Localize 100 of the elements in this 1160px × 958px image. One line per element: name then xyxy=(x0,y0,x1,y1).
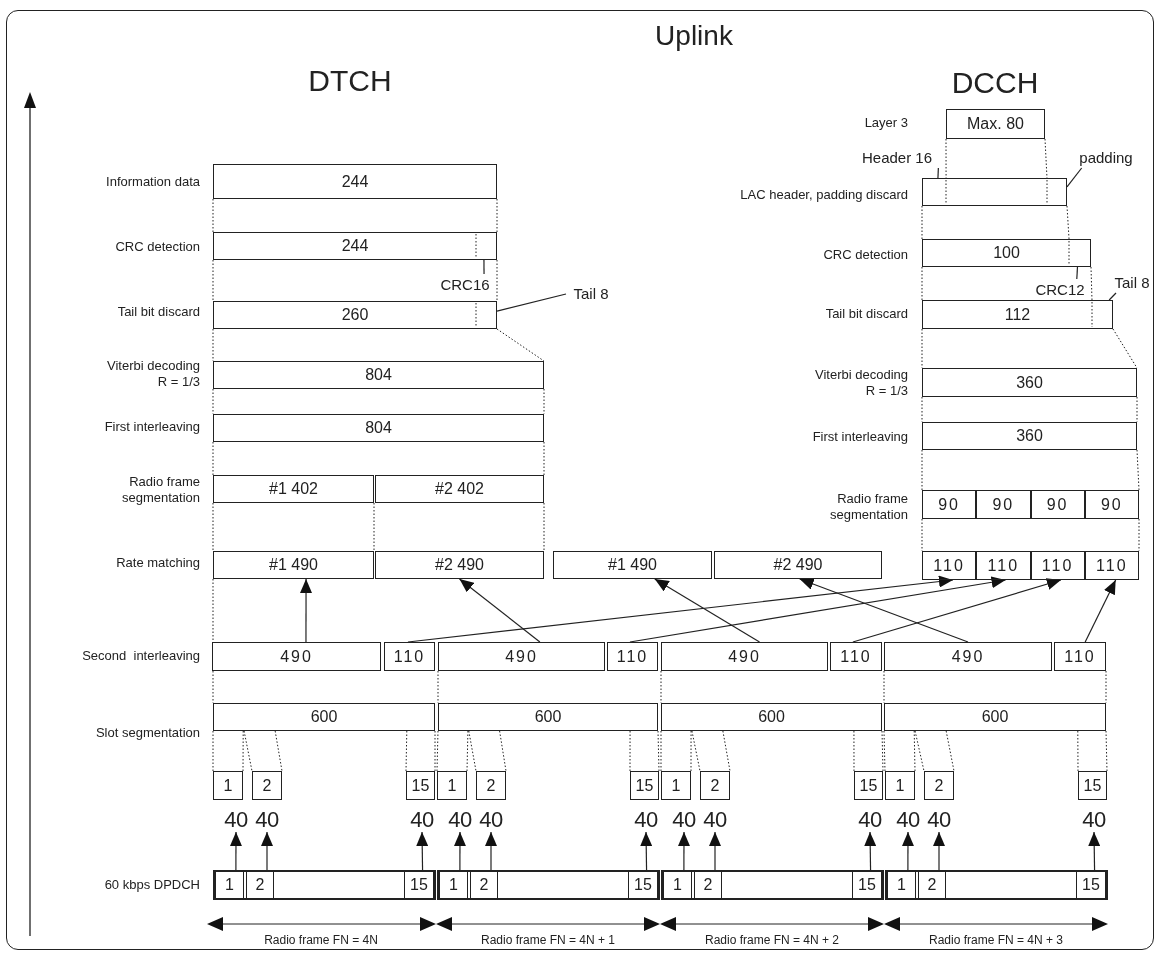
row-label: Second interleaving xyxy=(82,647,200,665)
field-annotation: Header 16 xyxy=(853,147,941,168)
projection-line xyxy=(691,730,701,772)
row-label: Viterbi decoding R = 1/3 xyxy=(814,366,908,400)
projection-line xyxy=(660,730,662,772)
arrow xyxy=(640,831,653,873)
projection-line xyxy=(373,502,375,552)
radio-frame-bar xyxy=(885,870,1108,900)
slot-cell: 2 xyxy=(918,872,946,898)
data-block: 600 xyxy=(884,703,1106,731)
row-label: CRC detection xyxy=(823,246,908,264)
slot-cell: 1 xyxy=(215,872,244,898)
bit-count: 40 xyxy=(699,808,731,832)
projection-line xyxy=(212,259,214,302)
projection-line xyxy=(466,730,469,772)
leader-line xyxy=(937,167,939,179)
row-label: First interleaving xyxy=(812,428,908,446)
arrow xyxy=(458,578,541,643)
data-block: 90 xyxy=(1030,490,1085,519)
projection-line xyxy=(945,730,955,772)
projection-line xyxy=(543,388,545,415)
arrow xyxy=(261,831,273,873)
row-label: LAC header, padding discard xyxy=(740,186,908,204)
field-annotation: Tail 8 xyxy=(566,283,616,303)
projection-line xyxy=(468,730,477,772)
slot-block: 15 xyxy=(1078,771,1107,800)
projection-line xyxy=(212,730,214,772)
data-block: 490 xyxy=(438,642,605,671)
projection-line xyxy=(883,670,885,704)
radio-frame-bar xyxy=(661,870,884,900)
data-block: #1 402 xyxy=(213,475,374,503)
data-block: 244 xyxy=(213,232,497,260)
slot-cell: 2 xyxy=(694,872,722,898)
slot-cell: 2 xyxy=(470,872,498,898)
slot-cell: 15 xyxy=(1076,872,1106,898)
bit-count: 40 xyxy=(668,808,700,832)
data-block: 600 xyxy=(661,703,882,731)
frame-label: Radio frame FN = 4N + 1 xyxy=(479,933,617,948)
slot-block: 1 xyxy=(661,771,691,800)
arrow xyxy=(300,578,313,643)
row-label: Information data xyxy=(106,173,200,191)
frame-label: Radio frame FN = 4N xyxy=(263,933,379,948)
projection-line xyxy=(499,730,507,772)
projection-line xyxy=(543,502,545,552)
data-block: 90 xyxy=(1084,490,1139,519)
projection-line xyxy=(921,266,923,301)
slot-block: 2 xyxy=(924,771,954,800)
leader-line xyxy=(1108,292,1117,301)
projection-line xyxy=(921,449,923,491)
data-block: 490 xyxy=(212,642,381,671)
projection-line xyxy=(1136,396,1138,423)
arrow xyxy=(933,831,945,873)
data-block: 804 xyxy=(213,414,544,442)
data-block: #2 490 xyxy=(714,551,882,579)
field-annotation: padding xyxy=(1074,147,1138,168)
arrow xyxy=(453,831,466,873)
projection-line xyxy=(629,730,631,772)
projection-line xyxy=(212,388,214,415)
projection-line xyxy=(434,730,436,772)
bit-count: 40 xyxy=(220,808,252,832)
bit-count: 40 xyxy=(406,808,438,832)
projection-line xyxy=(1044,138,1048,179)
slot-cell: 15 xyxy=(852,872,882,898)
data-block: 360 xyxy=(922,422,1137,450)
projection-line xyxy=(496,328,545,362)
radio-frame-bar xyxy=(213,870,436,900)
projection-line xyxy=(1105,670,1107,704)
bit-count: 40 xyxy=(854,808,886,832)
data-block: 360 xyxy=(922,368,1137,397)
leader-line xyxy=(1066,167,1083,188)
projection-line xyxy=(436,730,439,772)
slot-cell: 1 xyxy=(439,872,468,898)
slot-cell: 1 xyxy=(663,872,692,898)
row-label: 60 kbps DPDCH xyxy=(104,876,200,894)
data-block: 600 xyxy=(438,703,658,731)
data-block xyxy=(922,178,1067,206)
data-block: 244 xyxy=(213,164,497,199)
projection-line xyxy=(212,502,214,552)
slot-block: 15 xyxy=(854,771,883,800)
slot-block: 1 xyxy=(885,771,915,800)
bit-count: 40 xyxy=(630,808,662,832)
data-block: 110 xyxy=(1030,551,1085,580)
data-block: 490 xyxy=(661,642,828,671)
arrow xyxy=(864,831,877,873)
leader-line xyxy=(1076,266,1079,280)
arrow xyxy=(485,831,497,873)
arrow xyxy=(1088,831,1101,873)
radio-frame-bar xyxy=(437,870,660,900)
arrow xyxy=(416,831,429,873)
data-block: 90 xyxy=(922,490,977,519)
arrow xyxy=(654,578,761,643)
diagram-title: Uplink xyxy=(654,20,734,52)
data-block: 110 xyxy=(1084,551,1139,580)
projection-line xyxy=(212,670,214,704)
data-block: 804 xyxy=(213,361,544,389)
data-block: 110 xyxy=(384,642,435,671)
slot-cell: 1 xyxy=(887,872,916,898)
projection-line xyxy=(496,259,498,302)
projection-line xyxy=(496,198,498,233)
projection-line xyxy=(1090,266,1093,301)
